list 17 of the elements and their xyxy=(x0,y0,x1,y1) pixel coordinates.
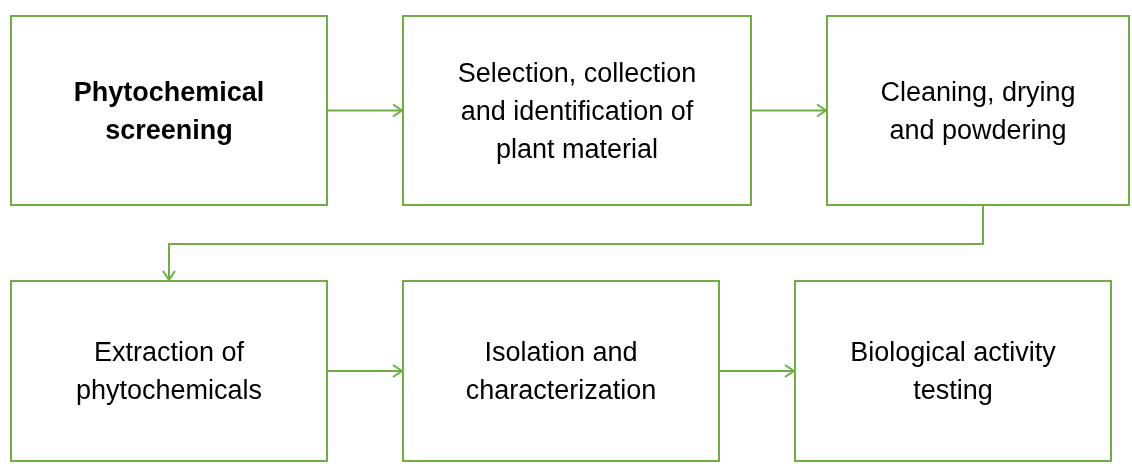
step-text: Selection, collection and identification of plant material xyxy=(456,56,698,166)
process-box xyxy=(826,15,1130,206)
arrow xyxy=(162,205,984,281)
arrow xyxy=(327,364,403,378)
process-box xyxy=(794,280,1112,462)
step-text: Cleaning, drying and powdering xyxy=(879,75,1077,147)
arrow xyxy=(719,364,795,378)
step-text: Biological activity testing xyxy=(849,336,1057,407)
process-box xyxy=(402,280,720,462)
step-text: Isolation and characterization xyxy=(464,336,658,407)
arrow xyxy=(327,103,403,118)
process-box xyxy=(10,280,328,462)
heading-text: Phytochemical screening xyxy=(72,75,266,147)
process-box xyxy=(402,15,752,206)
step-text: Extraction of phytochemicals xyxy=(74,336,264,407)
arrow xyxy=(751,103,827,118)
process-box xyxy=(10,15,328,206)
